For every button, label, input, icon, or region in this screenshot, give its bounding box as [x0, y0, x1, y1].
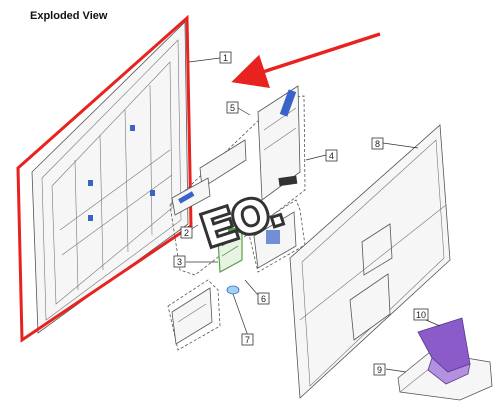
highlight-outline	[16, 14, 193, 343]
callout-number: 1	[223, 53, 228, 63]
callout-9: 9	[373, 363, 386, 376]
overlay-dash	[278, 175, 298, 187]
callout-number: 6	[261, 294, 266, 304]
callout-3: 3	[173, 255, 186, 268]
callout-5: 5	[226, 101, 239, 114]
part-5-board-group	[169, 85, 306, 276]
callout-number: 2	[184, 228, 189, 238]
part-10-stand-neck	[417, 317, 471, 385]
connector-blue	[178, 191, 195, 204]
callout-1: 1	[219, 51, 232, 64]
callout-number: 8	[375, 139, 380, 149]
connector-blue	[88, 180, 93, 186]
red-arrow	[231, 32, 381, 89]
callout-6: 6	[257, 292, 270, 305]
connector-blue	[150, 190, 155, 196]
part-4-power-board	[247, 199, 306, 273]
callout-2: 2	[180, 226, 193, 239]
page-title: Exploded View	[30, 10, 108, 22]
connector-blue	[266, 230, 280, 244]
connector-blue	[130, 125, 135, 131]
callout-number: 9	[377, 365, 382, 375]
callout-number: 4	[329, 151, 334, 161]
callout-number: 10	[416, 310, 426, 320]
callout-number: 3	[177, 257, 182, 267]
part-6-lower-board	[167, 279, 221, 351]
callout-7: 7	[241, 333, 254, 346]
callout-number: 5	[230, 103, 235, 113]
callout-8: 8	[371, 137, 384, 150]
part-8-back-cover	[289, 124, 451, 399]
part-7-small-component	[226, 285, 240, 295]
callout-10: 10	[413, 308, 429, 321]
callout-number: 7	[245, 335, 250, 345]
part-1-frame	[31, 21, 189, 334]
connector-green	[228, 228, 240, 233]
connector-blue	[88, 215, 93, 221]
part-3-board	[217, 224, 243, 273]
connector-blue	[279, 89, 297, 117]
callout-4: 4	[325, 149, 338, 162]
